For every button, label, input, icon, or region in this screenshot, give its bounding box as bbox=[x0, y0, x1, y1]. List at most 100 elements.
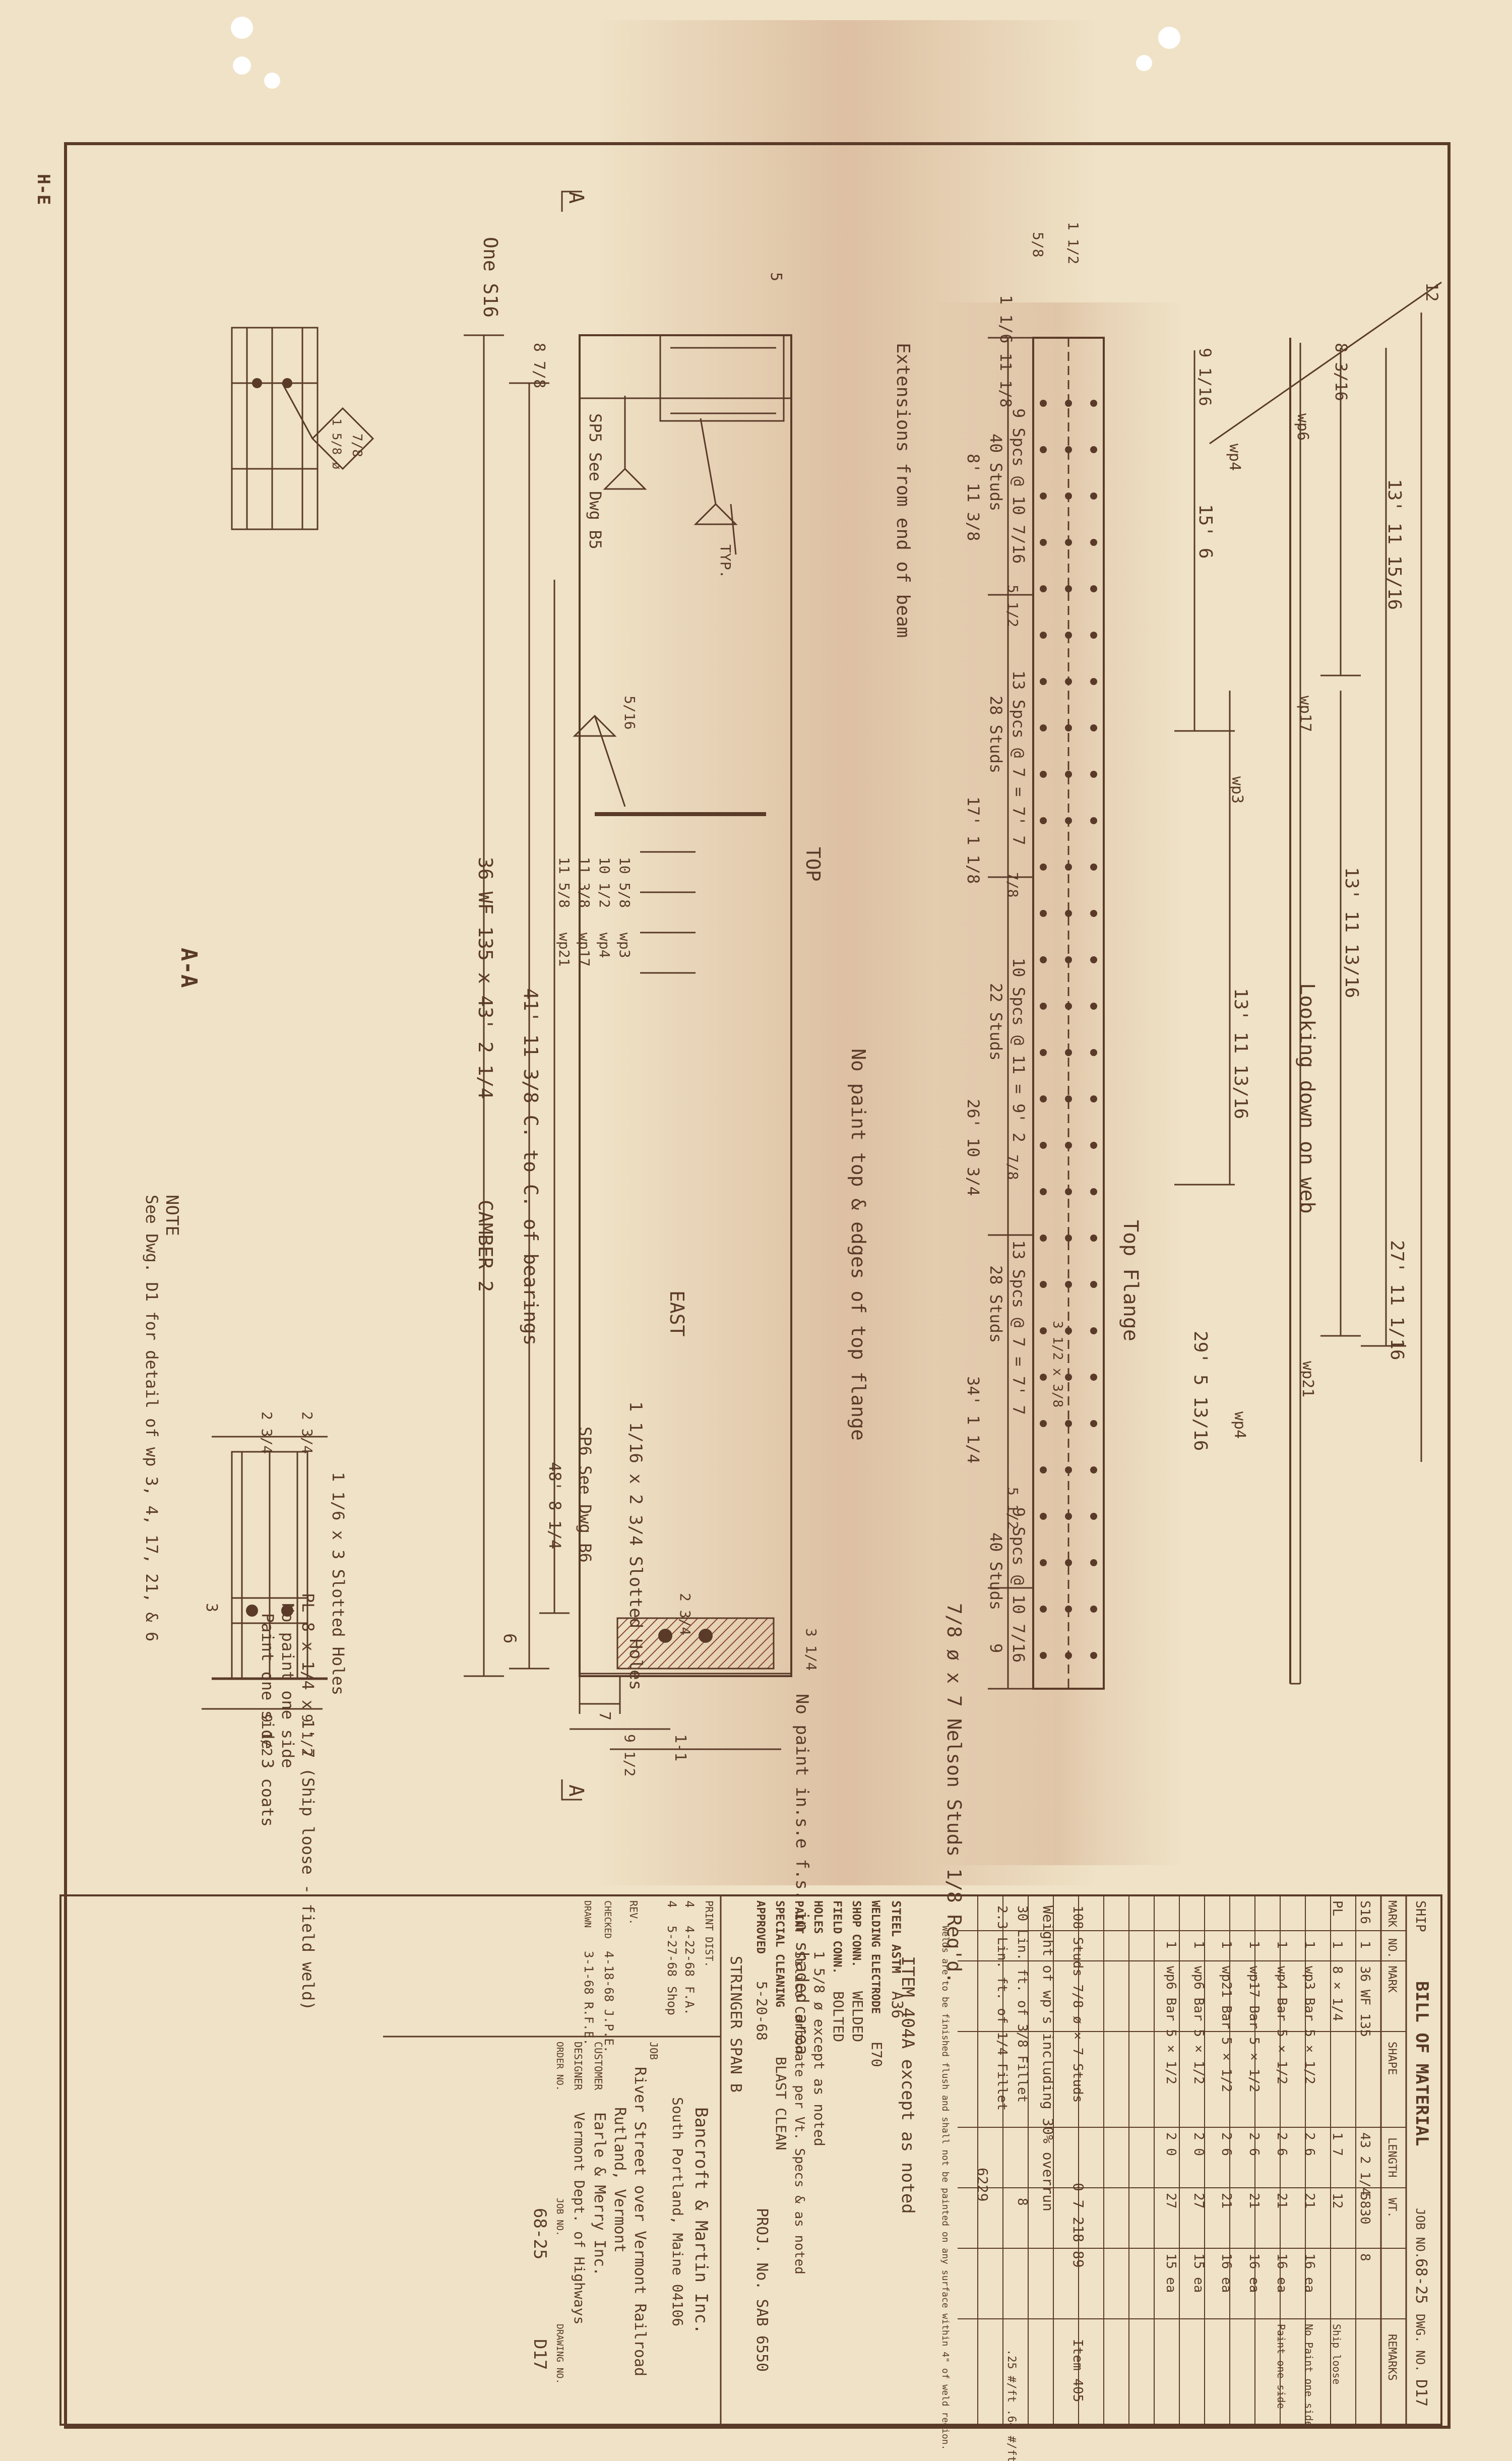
bom-cell-wt: 5830 bbox=[1357, 2193, 1372, 2225]
stud-group-5-label: 9 Spcs @ 10 7/16 bbox=[1009, 1507, 1028, 1663]
stud-group-5-studs: 40 Studs bbox=[986, 1532, 1005, 1610]
bom-job-no-label: JOB NO. bbox=[1413, 2208, 1427, 2259]
sp6-label: SP6 See Dwg B6 bbox=[576, 1427, 595, 1563]
sec-dim-3: 3 bbox=[203, 1603, 220, 1612]
stud-mark bbox=[1040, 771, 1047, 778]
dim-8-7-8: 8 7/8 bbox=[530, 343, 548, 388]
spec-shop-value: WELDED bbox=[849, 1991, 866, 2042]
spacing-mark-2: 7/8 bbox=[1004, 872, 1021, 898]
bom-studs-row: 108 Studs 7/8 ø × 7 Studs bbox=[1070, 1905, 1085, 2103]
bom-cell-wt2: 8 bbox=[1357, 2253, 1372, 2261]
stud-mark bbox=[1065, 1559, 1072, 1566]
stud-mark bbox=[1040, 585, 1047, 592]
bom-header-remarks: REMARKS bbox=[1385, 2334, 1398, 2381]
dist-1-no: 4 bbox=[682, 1900, 697, 1908]
bom-cell-no: 1 bbox=[1191, 1941, 1206, 1949]
stud-mark bbox=[1040, 1235, 1047, 1242]
stud-group-4-studs: 28 Studs bbox=[986, 1265, 1005, 1343]
bom-weights-label: Weight of wp's including 30% overrun bbox=[1040, 1905, 1056, 2211]
company-address: South Portland, Maine 04106 bbox=[669, 2097, 686, 2326]
stud-mark bbox=[1090, 1327, 1097, 1334]
stud-group-1-label: 9 Spcs @ 10 7/16 bbox=[1009, 408, 1028, 564]
bom-cell-mark: S16 bbox=[1357, 1900, 1372, 1924]
dim-8-3-16: 8 3/16 bbox=[1332, 343, 1351, 401]
spacing-mark-4: 5 1/2 bbox=[1004, 1487, 1021, 1529]
stud-mark bbox=[1065, 1095, 1072, 1102]
section-a-bottom-marker: A bbox=[564, 1785, 588, 1797]
weld-5-16: 5/16 bbox=[621, 696, 638, 729]
stud-group-1-dim: 8' 11 3/8 bbox=[964, 454, 983, 541]
stud-mark bbox=[1040, 400, 1047, 407]
top-flange-label: Top Flange bbox=[1119, 1220, 1142, 1341]
spacing-mark-5: 3 1/2 x 3/8 bbox=[1050, 1321, 1065, 1407]
stud-group-3-dim: 26' 10 3/4 bbox=[964, 1099, 983, 1196]
wp-label-4b: wp4 bbox=[1231, 1411, 1248, 1439]
bom-cell-wt2: 16 ea bbox=[1219, 2253, 1234, 2293]
stud-mark bbox=[1065, 1652, 1072, 1659]
wp-name-4: wp21 bbox=[556, 933, 573, 966]
bom-total: 6229 bbox=[974, 2168, 991, 2201]
end-connection bbox=[659, 334, 785, 422]
stud-mark bbox=[1065, 1188, 1072, 1195]
bom-cell-no: 1 bbox=[1219, 1941, 1234, 1949]
stud-mark bbox=[1040, 1466, 1047, 1473]
dim-1-1-2: 1 1/2 bbox=[1065, 222, 1082, 264]
spec-steel-label: STEEL ASTM bbox=[889, 1900, 903, 1974]
dim-13-11-15-16: 13' 11 15/16 bbox=[1384, 479, 1405, 610]
bom-cell-wt: 27 bbox=[1191, 2193, 1206, 2208]
wp-dim-3: 11 3/8 bbox=[576, 857, 593, 908]
spec-approved-value: 5-20-68 bbox=[753, 1981, 770, 2041]
stud-mark bbox=[1065, 1049, 1072, 1056]
bom-item-note: ITEM 404A except as noted bbox=[898, 1956, 918, 2214]
extensions-note: Extensions from end of beam bbox=[893, 343, 913, 638]
wp-dim-4: 11 5/8 bbox=[556, 857, 573, 908]
stud-mark bbox=[1065, 1327, 1072, 1334]
print-dist-label: PRINT DIST. bbox=[703, 1900, 715, 1967]
stud-mark bbox=[1040, 1095, 1047, 1102]
stud-mark bbox=[1090, 446, 1097, 453]
bom-job-no: 68-25 bbox=[1412, 2258, 1430, 2304]
wp-label-4: wp4 bbox=[1226, 444, 1243, 471]
stud-group-2-label: 13 Spcs @ 7 = 7' 7 bbox=[1009, 670, 1028, 845]
bom-cell-no: 1 bbox=[1246, 1941, 1262, 1949]
wp-label-3: wp3 bbox=[1228, 776, 1246, 804]
bom-cell-remarks: Ship loose bbox=[1331, 2324, 1343, 2384]
dim-13-11-13-16a: 13' 11 13/16 bbox=[1341, 867, 1362, 998]
stud-mark bbox=[1065, 1606, 1072, 1613]
punch-hole-1 bbox=[231, 17, 253, 39]
stud-mark bbox=[1090, 1281, 1097, 1288]
bom-cell-length: 43 2 1/4 bbox=[1357, 2132, 1372, 2195]
bom-header-mark: MARK bbox=[1385, 1900, 1398, 1928]
dim-3-1-4: 3 1/4 bbox=[803, 1628, 820, 1671]
dim-11-1-8: 11 1/8 bbox=[996, 353, 1014, 407]
bom-cell-wt2: 16 ea bbox=[1274, 2253, 1289, 2293]
dim-2-3-4-elev: 2 3/4 bbox=[677, 1593, 694, 1635]
bom-cell-shape: 36 WF 135 bbox=[1357, 1966, 1372, 2037]
stud-group-1-studs: 40 Studs bbox=[986, 434, 1005, 511]
stud-mark bbox=[1090, 864, 1097, 871]
stud-mark bbox=[1040, 817, 1047, 824]
stud-mark bbox=[1090, 678, 1097, 685]
dim-9-1-16: 9 1/16 bbox=[1195, 348, 1215, 406]
stud-mark bbox=[1065, 1281, 1072, 1288]
slotted-holes-elev: 1 1/16 x 2 3/4 Slotted Holes bbox=[625, 1401, 646, 1690]
stud-mark bbox=[1065, 771, 1072, 778]
bom-cell-length: 2 6 bbox=[1274, 2132, 1289, 2156]
stud-mark bbox=[1065, 1374, 1072, 1381]
bom-cell-no: 1 bbox=[1163, 1941, 1178, 1949]
spec-steel-value: A36 bbox=[888, 1991, 906, 2018]
bom-dwg-no: D17 bbox=[1412, 2379, 1430, 2407]
stud-mark bbox=[1090, 1466, 1097, 1473]
bom-header-wt: WT. bbox=[1385, 2198, 1398, 2218]
stud-mark bbox=[1090, 910, 1097, 917]
stud-mark bbox=[1090, 1095, 1097, 1102]
bom-fillet-rates: .25 #/ft .64 #/ft bbox=[1005, 2349, 1018, 2461]
dim-12: 12 bbox=[1422, 282, 1441, 302]
stud-group-3-label: 10 Spcs @ 11 = 9' 2 bbox=[1009, 958, 1028, 1142]
no-paint-shaded-area bbox=[616, 1617, 775, 1670]
bom-cell-shape: wp21 Bar 5 × 1/2 bbox=[1219, 1966, 1234, 2092]
checked-value: 4-18-68 J.P.E. bbox=[602, 1951, 616, 2053]
stud-mark bbox=[1040, 1652, 1047, 1659]
bom-cell-length: 2 0 bbox=[1163, 2132, 1178, 2156]
stud-group-4-dim: 34' 1 1/4 bbox=[964, 1376, 983, 1463]
